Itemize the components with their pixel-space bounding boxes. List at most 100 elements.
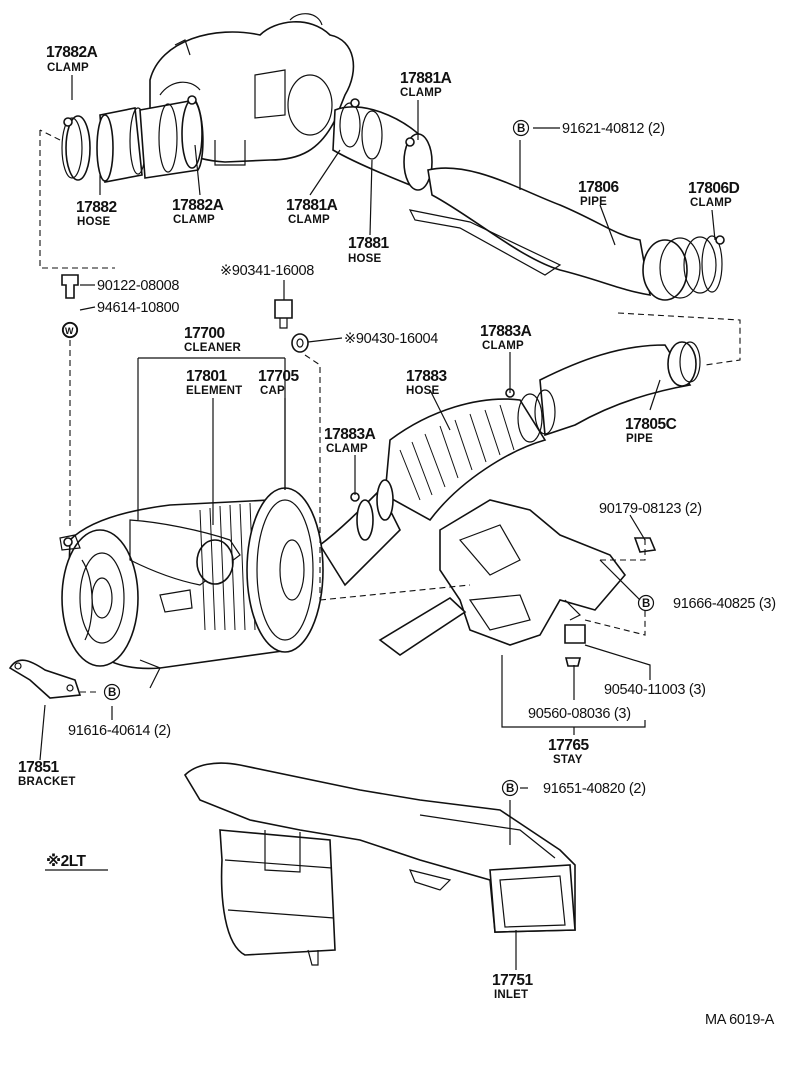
part-number: 17705 xyxy=(258,368,299,385)
part-name: INLET xyxy=(494,989,528,1001)
part-name: PIPE xyxy=(626,433,653,445)
part-number: 17882A xyxy=(172,197,224,214)
callout-17851: 17851 BRACKET xyxy=(18,759,76,788)
part-number: 17881A xyxy=(400,70,452,87)
callout-94614: 94614-10800 W xyxy=(61,300,180,339)
callout-17765: 17765 STAY xyxy=(548,737,590,766)
part-number: 17801 xyxy=(186,368,227,385)
callout-91616: B 91616-40614 (2) xyxy=(68,683,171,739)
part-number: 17805C xyxy=(625,416,677,433)
stay-17765-drawing xyxy=(378,499,657,667)
callout-17883A-mid: 17883A CLAMP xyxy=(324,426,376,455)
part-number: 17851 xyxy=(18,759,59,776)
callout-17806D: 17806D CLAMP xyxy=(688,180,740,209)
part-number: 91621-40812 (2) xyxy=(562,121,665,137)
callout-17806: 17806 PIPE xyxy=(578,179,620,208)
part-name: CLAMP xyxy=(288,214,330,226)
badge-letter: B xyxy=(108,687,117,699)
part-number: 90560-08036 (3) xyxy=(528,706,631,722)
part-number: 17883 xyxy=(406,368,447,385)
pipe-17805C-drawing xyxy=(539,341,701,437)
part-name: CLEANER xyxy=(184,342,241,354)
part-name: ELEMENT xyxy=(186,385,242,397)
callout-90122: 90122-08008 xyxy=(97,278,180,294)
part-name: CLAMP xyxy=(690,197,732,209)
part-name: HOSE xyxy=(406,385,440,397)
callout-17751: 17751 INLET xyxy=(492,972,534,1001)
b-badge-icon xyxy=(103,683,121,701)
callout-90540: 90540-11003 (3) xyxy=(604,682,706,698)
part-number: 90540-11003 (3) xyxy=(604,682,706,698)
callout-17881A-mid: 17881A CLAMP xyxy=(286,197,338,226)
b-badge-icon xyxy=(501,779,519,797)
callout-90179: 90179-08123 (2) xyxy=(599,501,702,517)
part-number: 94614-10800 xyxy=(97,300,179,316)
air-cleaner-drawing xyxy=(59,487,324,689)
part-number: 90179-08123 (2) xyxy=(599,501,702,517)
part-number: ※90341-16008 xyxy=(220,263,314,279)
hose-17881-drawing xyxy=(332,98,433,191)
callout-17801: 17801 ELEMENT xyxy=(186,368,242,397)
callout-90341: ※90341-16008 xyxy=(220,263,315,279)
callout-90560: 90560-08036 (3) xyxy=(528,706,631,722)
part-number: 17881A xyxy=(286,197,338,214)
bracket-17851-drawing xyxy=(8,659,82,699)
part-number: 17882 xyxy=(76,199,117,216)
badge-letter: B xyxy=(517,123,526,135)
part-name: CLAMP xyxy=(400,87,442,99)
part-name: BRACKET xyxy=(18,776,76,788)
part-number: 17881 xyxy=(348,235,389,252)
callout-17805C: 17805C PIPE xyxy=(625,416,677,445)
callout-17883: 17883 HOSE xyxy=(406,368,448,397)
badge-letter: B xyxy=(642,598,651,610)
inlet-17751-drawing xyxy=(183,762,576,966)
fasteners-drawing xyxy=(61,274,309,353)
part-name: CLAMP xyxy=(47,62,89,74)
callout-90430: ※90430-16004 xyxy=(344,331,439,347)
hose-17882-drawing xyxy=(61,95,204,183)
part-name: PIPE xyxy=(580,196,607,208)
part-number: 17883A xyxy=(324,426,376,443)
callout-91621: B 91621-40812 (2) xyxy=(512,119,665,137)
part-number: 17883A xyxy=(480,323,532,340)
b-badge-icon xyxy=(512,119,530,137)
part-number: 91616-40614 (2) xyxy=(68,723,171,739)
part-number: 17700 xyxy=(184,325,225,342)
part-number: 91666-40825 (3) xyxy=(673,596,776,612)
callout-17881A-top: 17881A CLAMP xyxy=(400,70,452,99)
callout-17705: 17705 CAP xyxy=(258,368,300,397)
part-number: 17806 xyxy=(578,179,619,196)
part-name: STAY xyxy=(553,754,583,766)
w-badge-icon xyxy=(61,321,79,339)
b-badge-icon xyxy=(637,594,655,612)
part-number: 17806D xyxy=(688,180,740,197)
part-name: HOSE xyxy=(77,216,111,228)
part-number: 90122-08008 xyxy=(97,278,179,294)
callout-17883A-top: 17883A CLAMP xyxy=(480,323,532,352)
part-number: 17751 xyxy=(492,972,533,989)
leader-lines xyxy=(39,75,741,970)
badge-letter: W xyxy=(65,326,74,336)
callout-17882A-mid: 17882A CLAMP xyxy=(172,197,224,226)
part-number: ※90430-16004 xyxy=(344,331,438,347)
part-name: CLAMP xyxy=(482,340,524,352)
callout-17882A-top: 17882A CLAMP xyxy=(46,44,98,74)
part-name: CAP xyxy=(260,385,285,397)
part-number: 17765 xyxy=(548,737,589,754)
callout-91666: B 91666-40825 (3) xyxy=(637,594,776,612)
pipe-17806-drawing xyxy=(408,167,725,301)
badge-letter: B xyxy=(506,783,515,795)
callout-91651: B 91651-40820 (2) xyxy=(501,779,646,797)
part-number: 17882A xyxy=(46,44,98,61)
note-2lt: ※2LT xyxy=(46,852,87,870)
part-number: 91651-40820 (2) xyxy=(543,781,646,797)
callout-17700: 17700 CLEANER xyxy=(184,325,241,354)
hose-17883-drawing xyxy=(318,388,556,587)
callout-17881: 17881 HOSE xyxy=(348,235,390,265)
callout-17882: 17882 HOSE xyxy=(76,199,117,228)
part-name: CLAMP xyxy=(173,214,215,226)
part-name: CLAMP xyxy=(326,443,368,455)
part-name: HOSE xyxy=(348,253,382,265)
